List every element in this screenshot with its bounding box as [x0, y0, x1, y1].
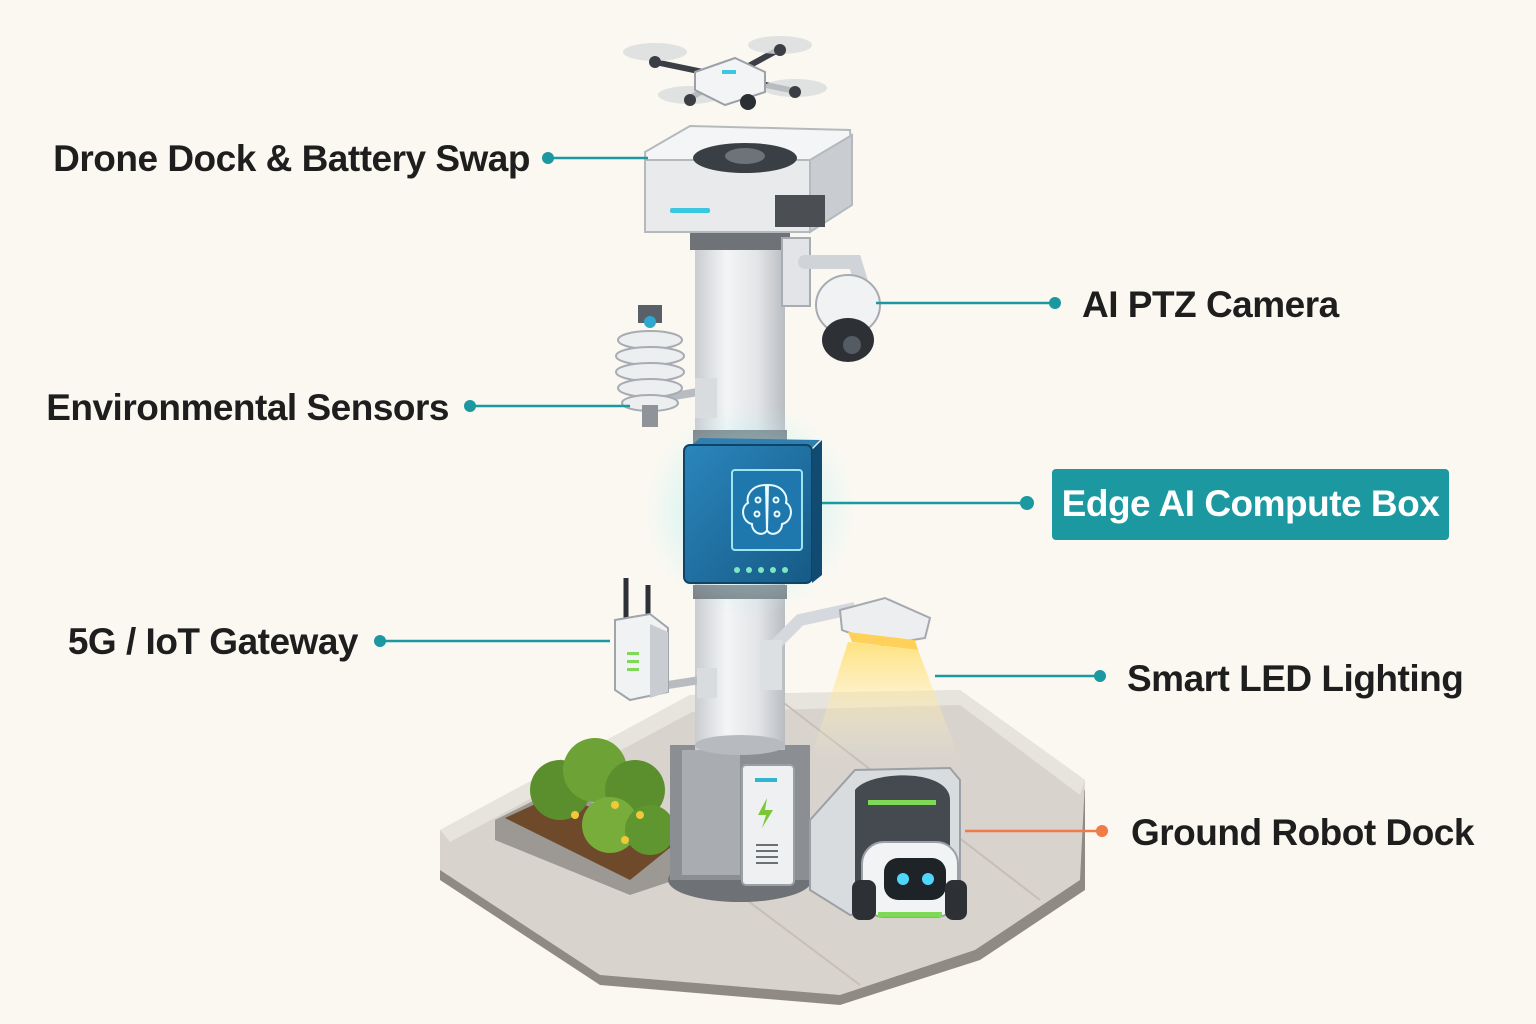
quadcopter-drone-icon	[623, 36, 827, 110]
planter-bed	[495, 738, 690, 895]
label-drone-dock: Drone Dock & Battery Swap	[53, 138, 530, 179]
edge-ai-compute-box	[642, 402, 858, 618]
pole-base-cabinet	[668, 745, 812, 902]
label-environmental-sensors: Environmental Sensors	[46, 387, 449, 428]
ground-robot-dock	[809, 766, 967, 920]
brain-circuit-icon	[742, 483, 792, 535]
lightning-bolt-icon	[758, 798, 773, 828]
iot-gateway	[614, 578, 717, 702]
label-ptz-camera: AI PTZ Camera	[1082, 284, 1339, 325]
label-gateway: 5G / IoT Gateway	[67, 621, 359, 662]
label-robot-dock: Ground Robot Dock	[1131, 812, 1474, 853]
edge-ai-highlight-box: Edge AI Compute Box	[1052, 469, 1449, 540]
environmental-sensor	[615, 305, 717, 427]
drone-dock	[643, 124, 854, 250]
label-led-lighting: Smart LED Lighting	[1127, 658, 1464, 699]
leader-lines	[374, 152, 1108, 837]
ptz-camera	[781, 237, 881, 362]
label-edge-ai: Edge AI Compute Box	[1061, 483, 1440, 524]
smart-led-light	[760, 596, 960, 760]
